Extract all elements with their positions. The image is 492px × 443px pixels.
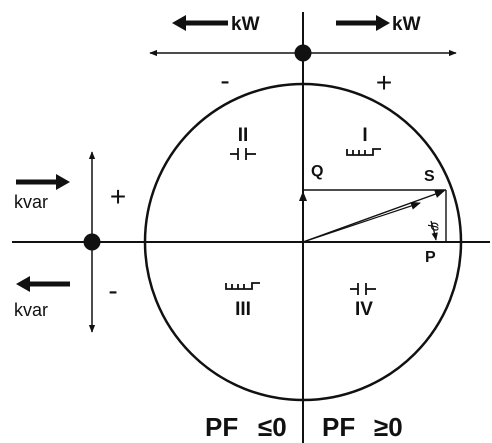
kw-right-arrow [336,15,390,31]
kw-axis-dot [294,44,312,62]
inductor-icon [346,148,381,156]
pf-left-condition: ≤0 [258,412,287,442]
phi-label: φ [428,222,444,231]
kw-right-label: kW [392,14,421,35]
top-minus-sign: - [220,65,229,96]
s-vector [302,190,445,243]
s-inner-arrow [302,202,421,243]
kw-left-label: kW [231,14,260,35]
quadrant-1-label: I [362,125,367,146]
q-label: Q [311,163,323,180]
quadrant-2-label: II [238,125,249,146]
kw-left-arrow [172,15,228,31]
quadrant-4-label: IV [355,299,373,320]
phi-arc [430,220,438,241]
pf-right-prefix: PF [322,412,355,442]
kvar-lower-arrow [16,276,70,292]
s-label: S [424,168,435,185]
kvar-upper-arrow [16,174,70,190]
kvar-upper-label: kvar [14,192,48,212]
left-minus-sign: - [108,275,117,306]
inductor-icon [225,282,260,290]
quadrant-3-label: III [235,299,251,320]
pf-right-condition: ≥0 [374,412,403,442]
capacitor-icon [350,283,376,295]
kvar-axis-dot [83,233,101,251]
kvar-lower-label: kvar [14,300,48,320]
pf-left-prefix: PF [205,412,238,442]
capacitor-icon [230,148,256,160]
left-plus-sign: + [110,181,126,212]
top-plus-sign: + [376,67,392,98]
p-label: P [425,249,436,266]
